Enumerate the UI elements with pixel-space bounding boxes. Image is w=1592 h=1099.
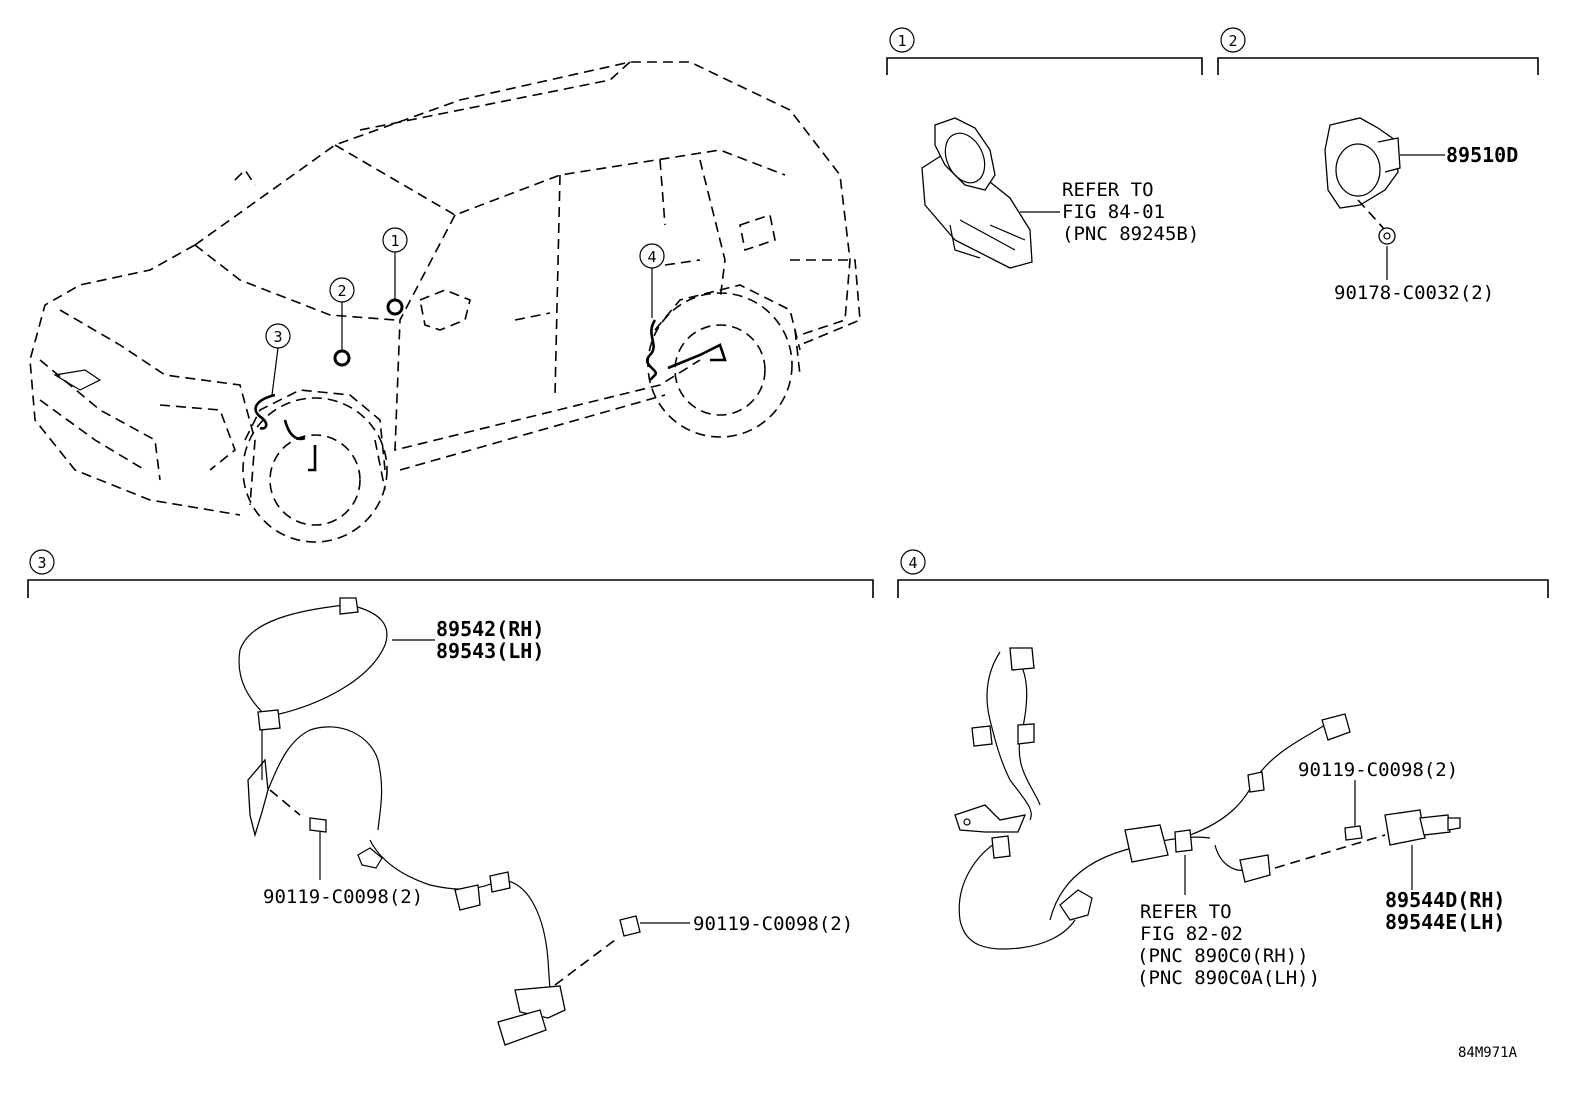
section-1-header: 1 [886,27,1203,75]
section-4-header: 4 [897,549,1549,598]
svg-text:2: 2 [337,282,346,300]
part-number-90119-c0098-a: 90119-C0098(2) [263,886,423,908]
section4-ref-line1: REFER TO [1140,901,1232,923]
rear-speed-sensor-harness-drawing [954,647,1461,950]
svg-text:3: 3 [273,328,282,346]
section4-ref-line2: FIG 82-02 [1140,923,1243,945]
callout-1-vehicle: 1 [382,227,408,253]
figure-code: 84M971A [1458,1045,1518,1061]
part-number-90119-c0098-b: 90119-C0098(2) [693,913,853,935]
yaw-rate-sensor-drawing [921,117,1060,269]
part-number-90178-c0032: 90178-C0032(2) [1334,282,1494,304]
section-3-header: 3 [27,549,874,598]
section4-ref-line4: (PNC 890C0A(LH)) [1137,967,1320,989]
part-number-89510d: 89510D [1446,143,1518,167]
svg-text:2: 2 [1228,32,1237,50]
svg-text:4: 4 [908,554,917,572]
callout-3-vehicle: 3 [265,323,291,349]
svg-text:1: 1 [390,232,399,250]
part-number-89544d-rh: 89544D(RH) [1385,888,1505,912]
callout-2-vehicle: 2 [329,277,355,303]
airbag-sensor-drawing [1324,117,1445,280]
vehicle-illustration [29,61,861,543]
section-2-header: 2 [1217,27,1539,75]
front-speed-sensor-harness-drawing [238,597,690,1046]
svg-text:1: 1 [897,32,906,50]
section1-ref-line1: REFER TO [1062,179,1154,201]
part-number-89543-lh: 89543(LH) [436,639,544,663]
section4-ref-line3: (PNC 890C0(RH)) [1137,945,1309,967]
svg-text:4: 4 [647,248,656,266]
svg-text:3: 3 [37,554,46,572]
part-number-90119-c0098-c: 90119-C0098(2) [1298,759,1458,781]
part-number-89542-rh: 89542(RH) [436,617,544,641]
section1-ref-line3: (PNC 89245B) [1062,223,1199,245]
callout-4-vehicle: 4 [639,243,665,269]
section1-ref-line2: FIG 84-01 [1062,201,1165,223]
part-number-89544e-lh: 89544E(LH) [1385,910,1505,934]
